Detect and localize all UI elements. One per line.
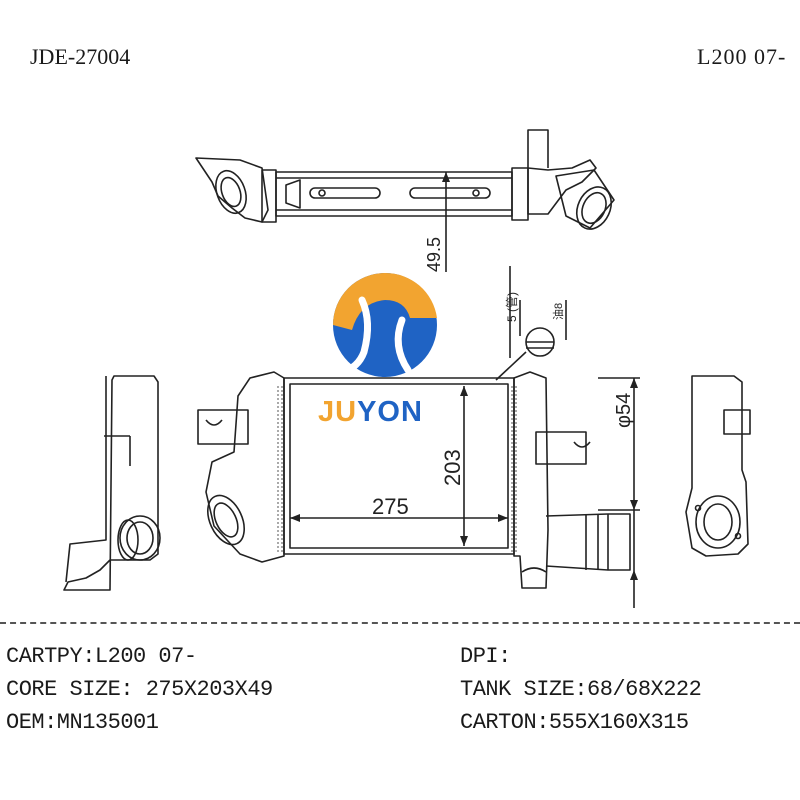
part-code: JDE-27004 bbox=[30, 44, 131, 69]
section-divider bbox=[0, 622, 800, 624]
spec-core-size: CORE SIZE: 275X203X49 bbox=[6, 677, 273, 702]
right-side-view-drawing bbox=[685, 375, 751, 557]
model-label: L200 07- bbox=[697, 44, 787, 69]
front-view-drawing bbox=[197, 266, 640, 608]
width-dimension-label: 275 bbox=[372, 494, 409, 519]
note-label: 5 (管) bbox=[504, 292, 519, 322]
left-side-view-drawing bbox=[63, 375, 161, 591]
brand-name: JUYON bbox=[318, 396, 423, 428]
spec-oem: OEM:MN135001 bbox=[6, 710, 159, 735]
diameter-dimension-label: φ54 bbox=[613, 393, 635, 428]
juyon-logo-icon bbox=[333, 272, 437, 377]
spec-cartpy: CARTPY:L200 07- bbox=[6, 644, 197, 669]
depth-dimension-label: 49.5 bbox=[424, 237, 444, 272]
spec-tank-size: TANK SIZE:68/68X222 bbox=[460, 677, 702, 702]
spec-carton: CARTON:555X160X315 bbox=[460, 710, 689, 735]
height-dimension-label: 203 bbox=[440, 449, 465, 486]
spec-dpi: DPI: bbox=[460, 644, 511, 669]
note-label-2: 油8 bbox=[551, 303, 565, 320]
top-view-drawing bbox=[195, 129, 615, 272]
